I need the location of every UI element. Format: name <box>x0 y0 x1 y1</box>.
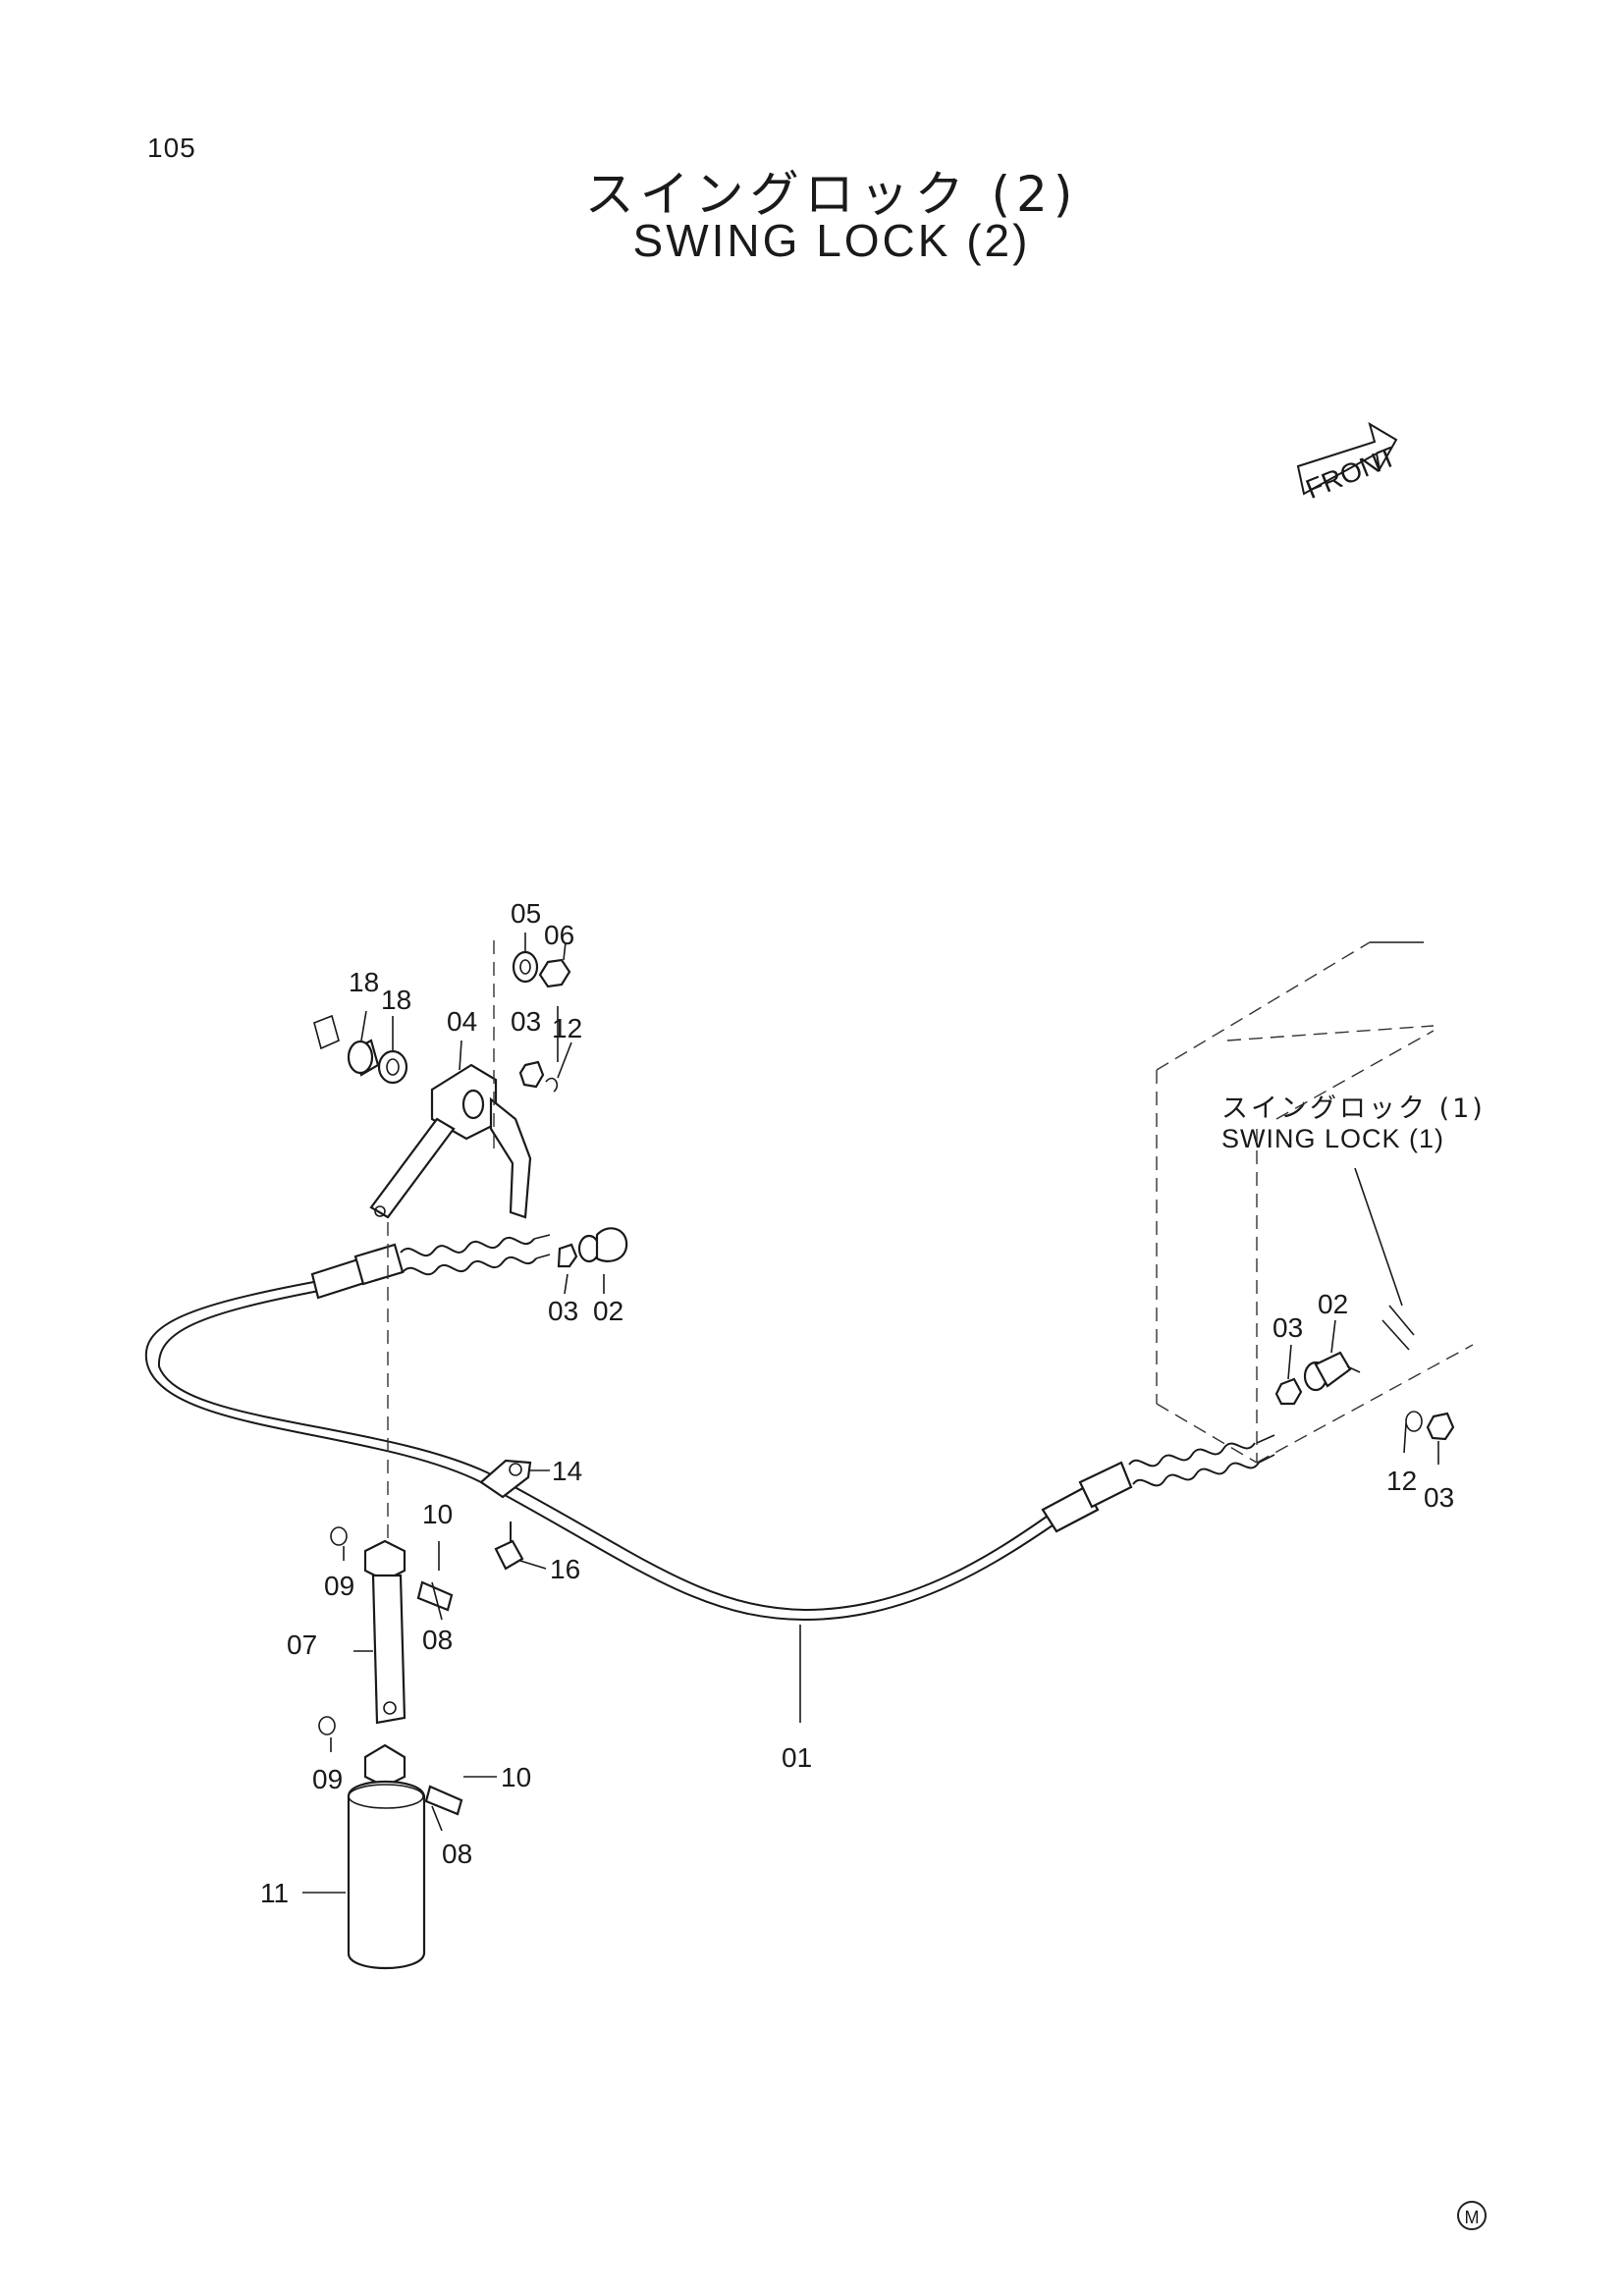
page-title-english: SWING LOCK (2) <box>632 215 1031 266</box>
callout-08-upper: 08 <box>422 1625 453 1655</box>
callout-08-lower: 08 <box>442 1839 472 1869</box>
callout-09-lower: 09 <box>312 1764 343 1794</box>
reference-swing-lock-1-japanese: スイングロック (1) <box>1221 1094 1486 1124</box>
callout-03-bracket: 03 <box>511 1006 541 1037</box>
callout-03-lock: 03 <box>1272 1312 1303 1343</box>
lever-bracket-04 <box>369 1063 532 1219</box>
page-title-japanese: スイングロック (2) <box>584 166 1079 223</box>
callout-01: 01 <box>782 1742 812 1773</box>
reference-hatch <box>1381 1305 1415 1351</box>
corner-mark: M <box>1457 2201 1487 2230</box>
callout-05: 05 <box>511 898 541 929</box>
callout-06: 06 <box>544 920 574 950</box>
upper-cable-end <box>310 1234 551 1300</box>
callout-12-bracket: 12 <box>552 1013 582 1043</box>
callout-16: 16 <box>550 1554 580 1584</box>
callout-10-lower: 10 <box>501 1762 531 1792</box>
callout-02-upper: 02 <box>593 1296 623 1326</box>
lower-cable-end <box>1041 1434 1275 1533</box>
callout-11: 11 <box>260 1878 289 1908</box>
callout-04: 04 <box>447 1006 477 1037</box>
callout-03-upper-left: 03 <box>548 1296 578 1326</box>
callout-18-left: 18 <box>349 967 379 997</box>
reference-leader <box>1354 1167 1403 1307</box>
callout-14: 14 <box>552 1456 582 1486</box>
callout-12-lock: 12 <box>1386 1466 1417 1496</box>
housing-block <box>1156 941 1474 1464</box>
cable-clamp-14 <box>479 1459 532 1571</box>
callout-03-lock-nut: 03 <box>1424 1482 1454 1513</box>
callout-10-upper: 10 <box>422 1499 453 1529</box>
lock-hardware <box>1274 1351 1455 1441</box>
lever-hardware <box>313 950 628 1268</box>
reference-swing-lock-1-english: SWING LOCK (1) <box>1221 1124 1445 1153</box>
leader-lines <box>302 933 1439 1894</box>
callout-09-upper: 09 <box>324 1571 354 1601</box>
page-number: 105 <box>147 133 196 163</box>
front-arrow-label: FRONT <box>1301 441 1400 505</box>
callout-07: 07 <box>287 1629 317 1660</box>
callout-18-right: 18 <box>381 985 411 1015</box>
cylinder-11 <box>318 1716 463 1969</box>
cable-01 <box>144 1280 1066 1622</box>
callout-02-lower: 02 <box>1318 1289 1348 1319</box>
front-arrow-icon: FRONT <box>1296 421 1401 505</box>
